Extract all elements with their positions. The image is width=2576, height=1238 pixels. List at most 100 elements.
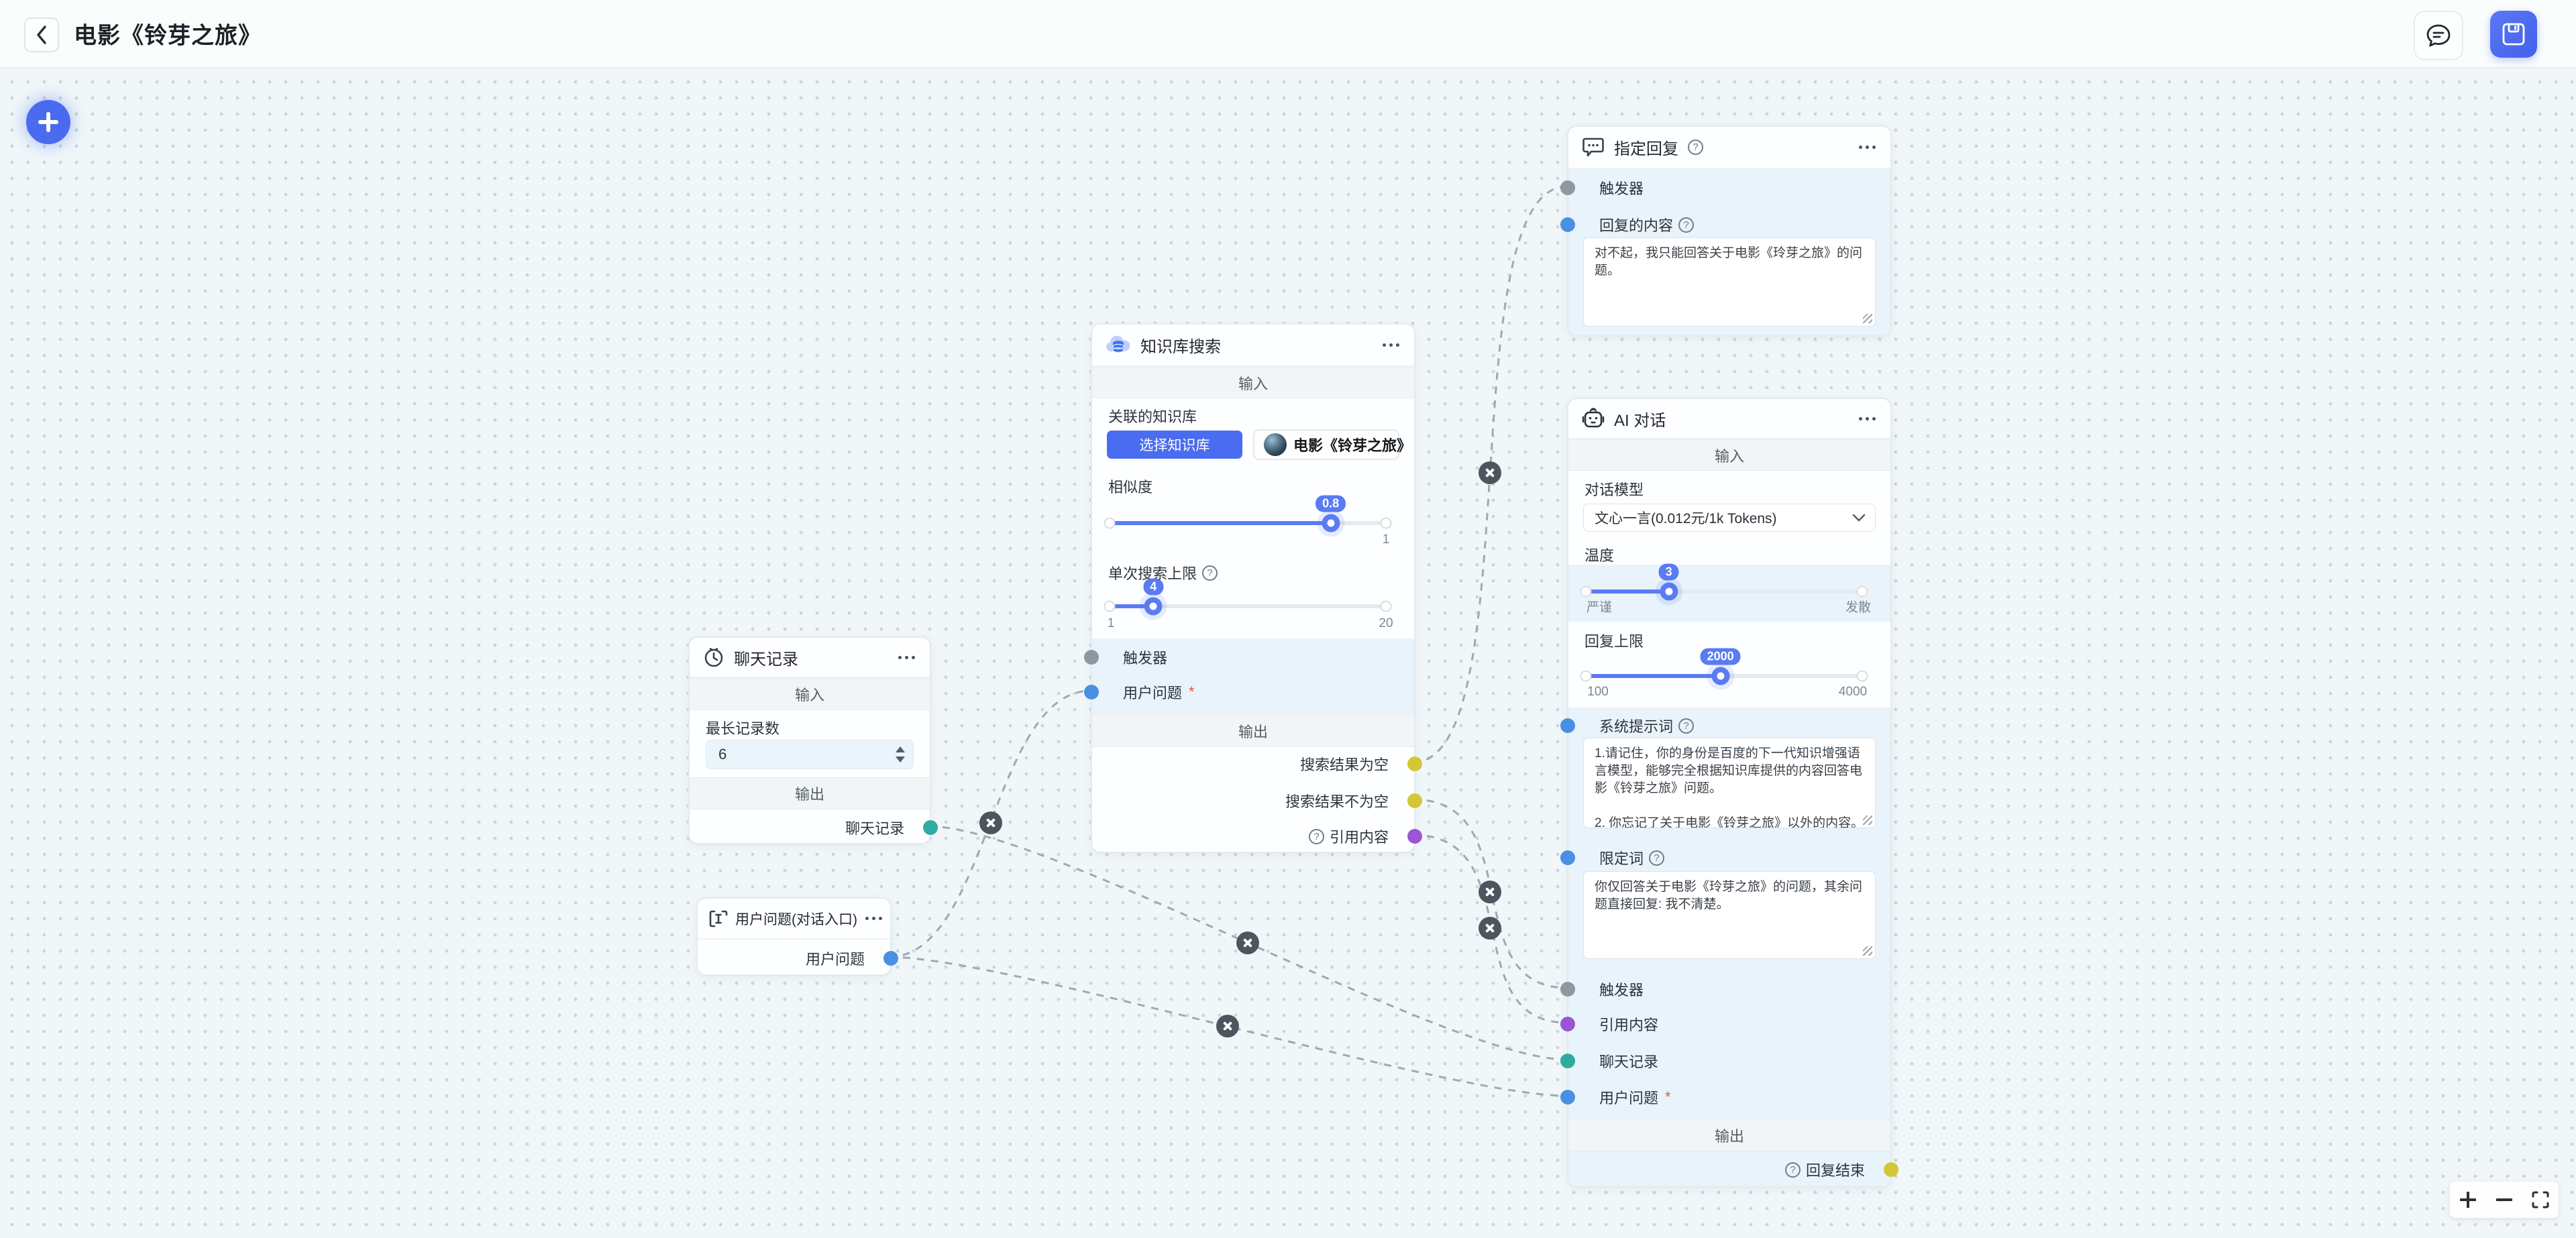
port-question-in[interactable] [1560,1090,1575,1105]
edge-delete-button[interactable] [1216,1015,1239,1037]
output-section-header: 输出 [690,777,930,809]
output-port-label: 用户问题 [805,951,865,968]
edge-delete-button[interactable] [979,811,1002,834]
port-system-prompt-in[interactable] [1560,718,1575,733]
port-qualifier-in[interactable] [1560,850,1575,865]
edge-delete-button[interactable] [1479,881,1501,903]
port-reply-end-out[interactable] [1884,1162,1898,1177]
out-empty-label: 搜索结果为空 [1299,756,1389,773]
help-icon[interactable]: ? [1784,1162,1801,1178]
canvas-zoom-toolbar [2450,1182,2559,1218]
out-not-empty-label: 搜索结果不为空 [1285,793,1389,810]
slider-handle[interactable]: 4 [1143,578,1164,616]
port-trigger-in[interactable] [1084,650,1099,665]
edge-delete-button[interactable] [1479,461,1501,484]
slider-handle[interactable]: 0.8 [1316,495,1346,532]
temperature-label: 温度 [1585,547,1615,564]
system-prompt-textarea[interactable]: 1.请记住，你的身份是百度的下一代知识增强语言模型，能够完全根据知识库提供的内容… [1583,738,1876,828]
help-icon[interactable]: ? [1688,139,1703,155]
node-title: AI 对话 [1614,411,1666,430]
help-icon[interactable]: ? [1649,850,1665,866]
reference-port-label: 引用内容 [1599,1017,1659,1033]
model-select[interactable]: 文心一言(0.012元/1k Tokens) [1583,504,1876,532]
select-kb-button[interactable]: 选择知识库 [1107,431,1242,459]
node-menu-button[interactable] [864,913,883,924]
port-content-in[interactable] [1560,217,1575,232]
history-port-label: 聊天记录 [1599,1054,1659,1070]
temp-max-label: 发散 [1845,600,1872,615]
slider-handle[interactable]: 2000 [1700,648,1741,685]
node-chat-history[interactable]: 聊天记录 输入 最长记录数 6 输出 聊天记录 [688,636,938,844]
top-bar: 电影《铃芽之旅》 [0,0,2576,68]
node-menu-button[interactable] [897,652,916,663]
trigger-port-label: 触发器 [1123,650,1168,667]
question-port-label: 用户问题* [1599,1088,1671,1107]
node-title: 用户问题(对话入口) [735,911,857,927]
port-trigger-in[interactable] [1560,982,1575,997]
fit-view-button[interactable] [2529,1188,2552,1211]
trigger-port-label: 触发器 [1599,982,1644,999]
port-user-question-out[interactable] [883,951,898,966]
reply-end-label: ? 回复结束 [1784,1159,1865,1180]
qualifier-textarea[interactable]: 你仅回答关于电影《玲芽之旅》的问题，其余问题直接回复: 我不清楚。 [1583,871,1876,959]
flow-canvas[interactable]: 聊天记录 输入 最长记录数 6 输出 聊天记录 用户问题(对话入口) [0,67,2576,1238]
port-history-in[interactable] [1560,1054,1575,1068]
port-question-in[interactable] [1084,685,1099,699]
limit-min-label: 1 [1107,616,1115,630]
port-reference-out[interactable] [1407,829,1422,844]
kb-chip[interactable]: 电影《铃芽之旅》 [1253,429,1411,460]
temperature-slider[interactable]: 3 [1580,563,1868,601]
node-menu-button[interactable] [1858,413,1877,425]
node-title: 知识库搜索 [1140,338,1221,356]
port-result-empty-out[interactable] [1407,756,1422,771]
add-node-button[interactable] [26,100,70,144]
help-icon[interactable]: ? [1678,718,1695,734]
max-records-label: 最长记录数 [706,720,780,737]
help-icon[interactable]: ? [1308,828,1324,844]
node-title: 指定回复 [1614,140,1678,158]
node-menu-button[interactable] [1858,142,1877,153]
chat-bubble-icon [2426,24,2451,47]
model-label: 对话模型 [1585,482,1644,498]
node-fixed-reply[interactable]: 指定回复 ? 触发器 回复的内容 ? 对不起，我只能回答关于电影《玲芽之旅》的问… [1560,125,1892,337]
slider-handle[interactable]: 3 [1658,563,1679,601]
kb-avatar [1264,433,1287,456]
edge-delete-button[interactable] [1479,917,1501,940]
save-button[interactable] [2490,11,2537,58]
reply-limit-min-label: 100 [1587,685,1609,699]
port-rows-background [1092,638,1414,714]
node-menu-button[interactable] [1381,339,1401,351]
port-result-not-empty-out[interactable] [1407,793,1422,808]
system-prompt-label: 系统提示词 ? [1599,715,1695,736]
help-icon[interactable]: ? [1202,565,1218,581]
clock-icon [703,646,724,668]
save-floppy-icon [2502,23,2525,46]
similarity-label: 相似度 [1108,479,1153,496]
port-trigger-in[interactable] [1560,180,1575,195]
zoom-in-button[interactable] [2457,1188,2479,1211]
node-ai-chat[interactable]: AI 对话 输入 对话模型 文心一言(0.012元/1k Tokens) 温度 … [1560,398,1898,1188]
node-user-question[interactable]: 用户问题(对话入口) 用户问题 [696,897,898,976]
port-chat-history-out[interactable] [923,820,938,835]
number-stepper[interactable] [896,746,905,763]
back-button[interactable] [24,17,59,52]
input-section-header: 输入 [690,678,930,710]
out-reference-label: ? 引用内容 [1308,826,1389,847]
edge-delete-button[interactable] [1236,932,1259,954]
robot-icon [1582,407,1605,430]
node-kb-search[interactable]: 知识库搜索 输入 关联的知识库 选择知识库 电影《铃芽之旅》 相似度 0.8 1… [1084,323,1422,853]
output-section-header: 输出 [1568,1119,1890,1151]
kb-label: 关联的知识库 [1108,408,1197,425]
chevron-down-icon [1852,514,1866,522]
reply-limit-slider[interactable]: 2000 [1580,648,1868,685]
max-records-input[interactable]: 6 [706,740,914,769]
port-reference-in[interactable] [1560,1017,1575,1031]
help-icon[interactable]: ? [1678,217,1695,233]
zoom-out-button[interactable] [2493,1188,2516,1211]
preview-chat-button[interactable] [2414,11,2463,60]
similarity-max-label: 1 [1382,532,1390,547]
similarity-slider[interactable]: 0.8 [1104,495,1392,532]
search-limit-slider[interactable]: 4 [1104,578,1392,616]
reply-content-textarea[interactable]: 对不起，我只能回答关于电影《玲芽之旅》的问题。 [1583,237,1876,327]
fit-view-icon [2532,1191,2549,1208]
